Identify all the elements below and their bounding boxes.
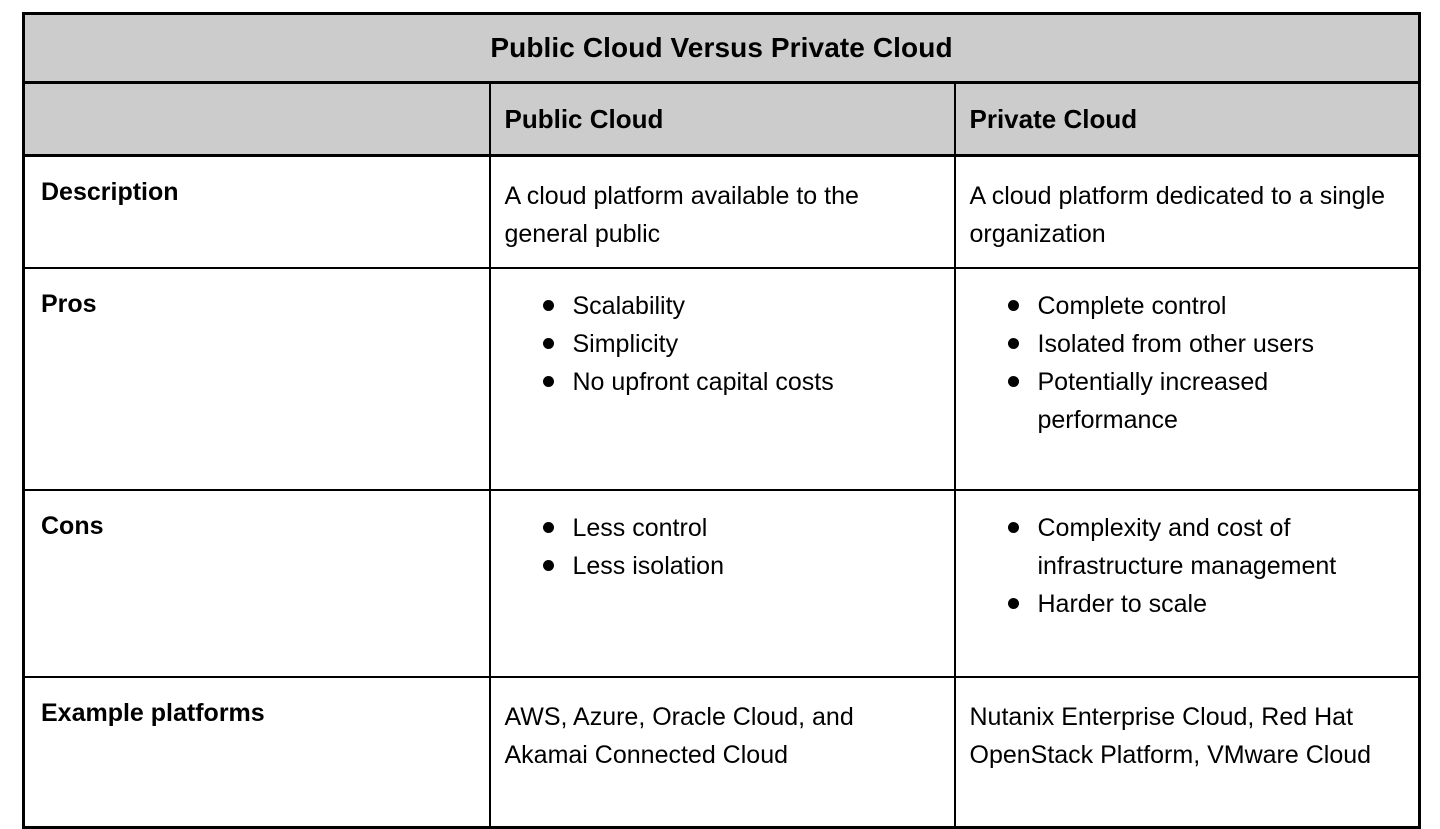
list-item: Isolated from other users: [1007, 325, 1405, 363]
list-item: Simplicity: [542, 325, 940, 363]
table-header-row: Public Cloud Private Cloud: [22, 81, 1421, 157]
list-item: Less isolation: [542, 547, 940, 585]
bullet-list-cons-private: Complexity and cost of infrastructure ma…: [970, 509, 1405, 623]
list-item: No upfront capital costs: [542, 363, 940, 401]
column-header-private-cloud-text: Private Cloud: [969, 104, 1138, 134]
table-row: Description A cloud platform available t…: [22, 154, 1421, 269]
cell-example-platforms-public: AWS, Azure, Oracle Cloud, and Akamai Con…: [488, 676, 956, 829]
column-header-private-cloud: Private Cloud: [953, 81, 1421, 157]
table-title-row: Public Cloud Versus Private Cloud: [22, 12, 1421, 84]
table-title-cell: Public Cloud Versus Private Cloud: [22, 12, 1421, 84]
cell-description-private-text: A cloud platform dedicated to a single o…: [969, 182, 1386, 248]
column-header-label: [22, 81, 491, 157]
comparison-table: Public Cloud Versus Private Cloud Public…: [22, 12, 1422, 829]
row-label-cell-pros: Pros: [22, 267, 491, 491]
cell-example-platforms-public-text: AWS, Azure, Oracle Cloud, and Akamai Con…: [504, 703, 854, 769]
list-item: Less control: [542, 509, 940, 547]
row-label-pros: Pros: [41, 290, 97, 318]
table-row: Example platforms AWS, Azure, Oracle Clo…: [22, 676, 1421, 829]
row-label-cell-description: Description: [22, 154, 491, 269]
cell-cons-private: Complexity and cost of infrastructure ma…: [953, 489, 1421, 678]
row-label-description: Description: [41, 178, 179, 206]
row-label-cons: Cons: [41, 512, 104, 540]
row-label-cell-cons: Cons: [22, 489, 491, 678]
list-item: Complete control: [1007, 287, 1405, 325]
cell-example-platforms-private-text: Nutanix Enterprise Cloud, Red Hat OpenSt…: [969, 703, 1372, 769]
row-label-cell-example-platforms: Example platforms: [22, 676, 491, 829]
row-label-example-platforms: Example platforms: [41, 699, 265, 727]
cell-example-platforms-private: Nutanix Enterprise Cloud, Red Hat OpenSt…: [953, 676, 1421, 829]
page-title: Public Cloud Versus Private Cloud: [490, 32, 953, 63]
column-header-public-cloud: Public Cloud: [488, 81, 956, 157]
list-item: Harder to scale: [1007, 585, 1405, 623]
list-item: Complexity and cost of infrastructure ma…: [1007, 509, 1405, 585]
column-header-public-cloud-text: Public Cloud: [504, 104, 664, 134]
list-item: Scalability: [542, 287, 940, 325]
cell-description-private: A cloud platform dedicated to a single o…: [953, 154, 1421, 269]
cell-description-public: A cloud platform available to the genera…: [488, 154, 956, 269]
cell-description-public-text: A cloud platform available to the genera…: [504, 182, 859, 248]
list-item: Potentially increased performance: [1007, 363, 1405, 439]
